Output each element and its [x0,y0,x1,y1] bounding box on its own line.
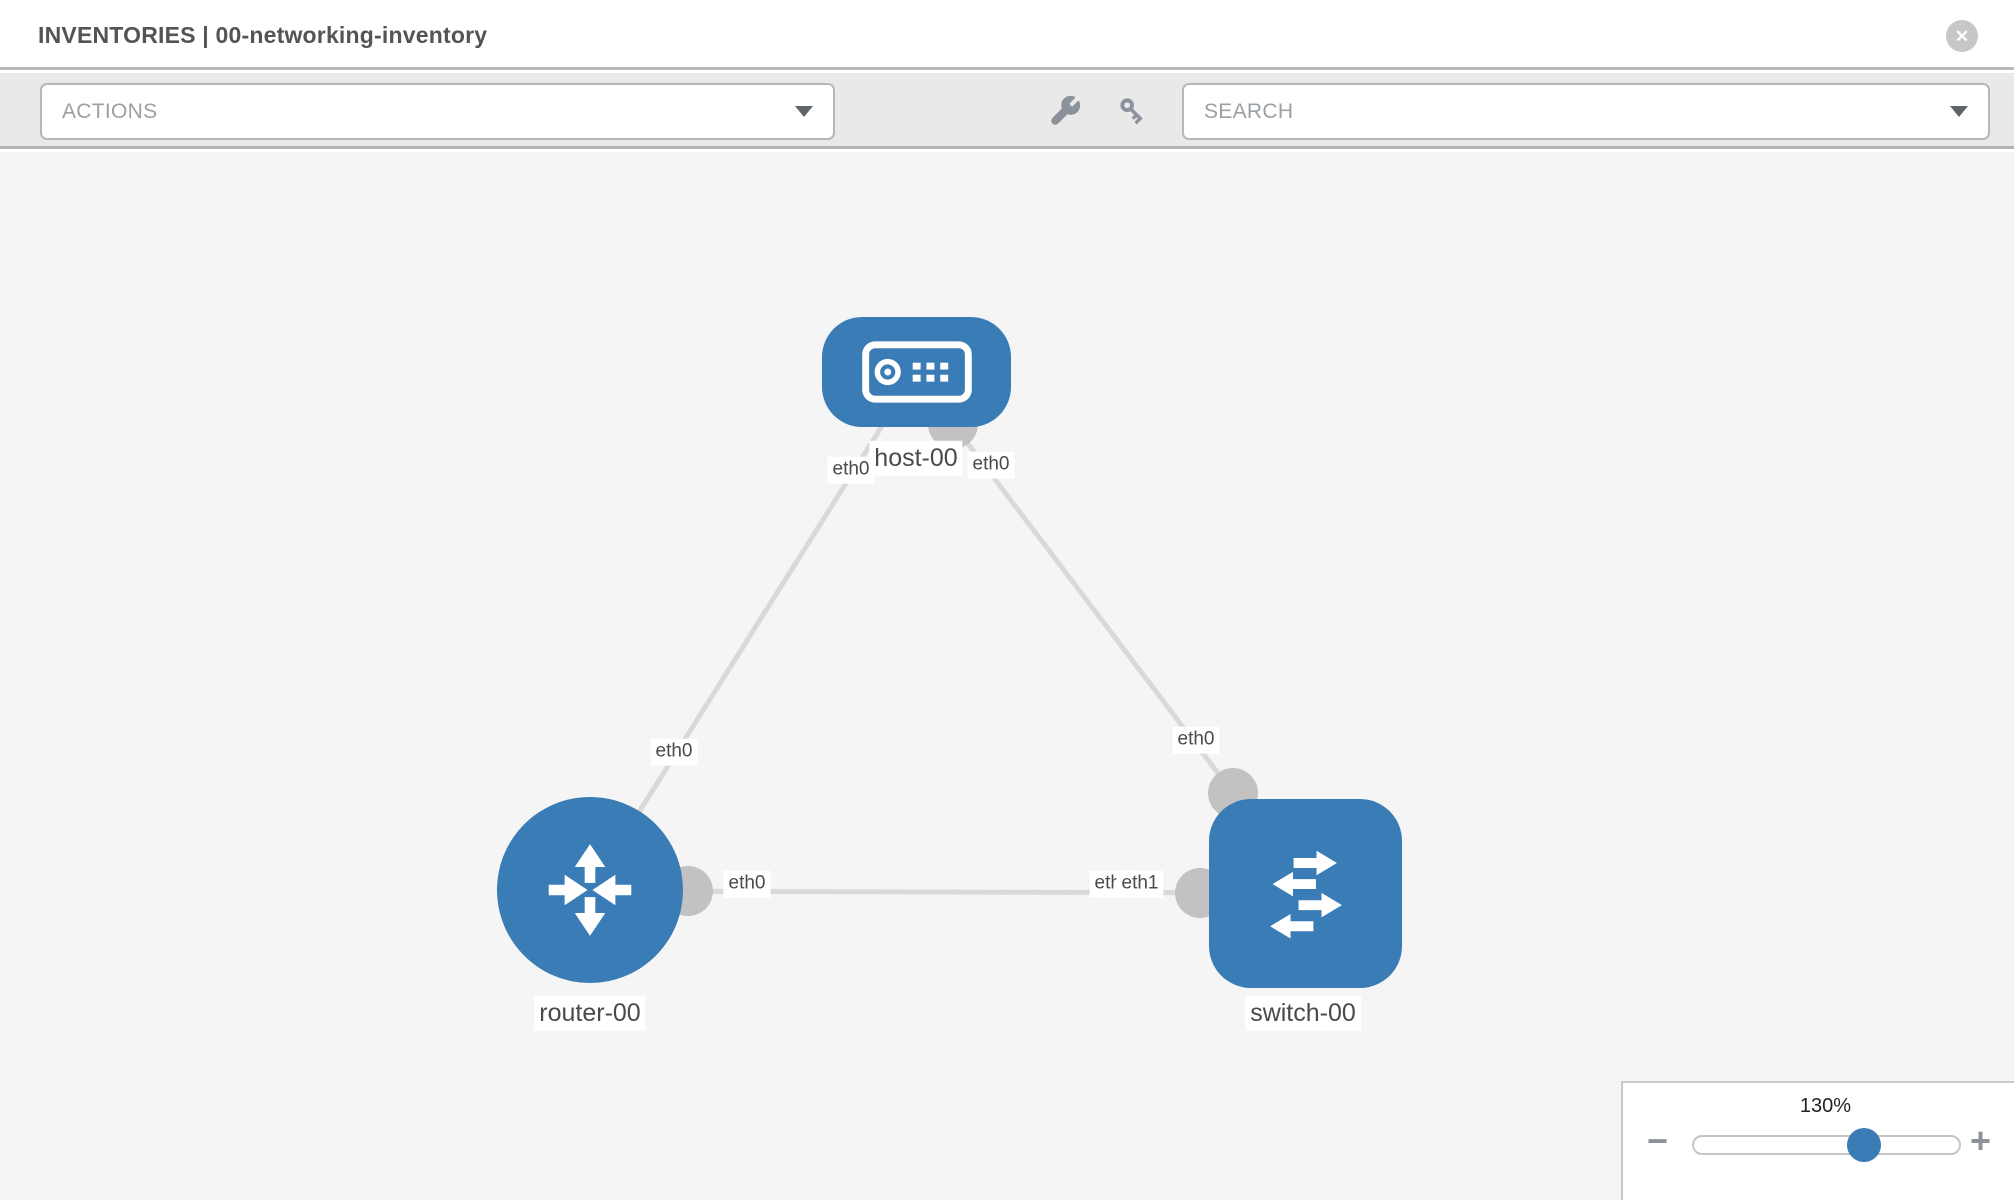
zoom-value: 130% [1799,1095,1852,1117]
node-label-host: host-00 [869,440,963,476]
iface-label: eth0 [650,738,698,766]
iface-label: eth0 [723,870,771,898]
key-icon[interactable] [1116,94,1150,128]
node-switch-00[interactable] [1209,799,1402,988]
node-router-00[interactable] [497,797,683,983]
node-label-router: router-00 [534,995,646,1031]
search-dropdown[interactable]: SEARCH [1182,83,1990,140]
toolbar: ACTIONS SEARCH [0,73,2014,149]
chevron-down-icon [795,106,813,117]
search-placeholder: SEARCH [1204,99,1294,123]
zoom-slider-track[interactable] [1692,1135,1961,1155]
header: INVENTORIES | 00-networking-inventory ✕ [0,0,2014,70]
topology-canvas[interactable]: host-00 eth0 eth0 eth0 eth0 eth0 eth0 et… [0,152,2014,1200]
actions-dropdown-label: ACTIONS [62,99,158,123]
zoom-out-button[interactable]: − [1647,1123,1668,1159]
iface-label: eth1 [1116,870,1164,898]
zoom-in-button[interactable]: + [1970,1123,1991,1159]
iface-label: eth0 [827,456,875,484]
close-button[interactable]: ✕ [1946,20,1978,52]
node-label-switch: switch-00 [1245,995,1361,1031]
actions-dropdown[interactable]: ACTIONS [40,83,835,140]
close-icon: ✕ [1954,26,1970,46]
iface-label: eth0 [967,451,1015,479]
node-host-00[interactable] [822,317,1011,427]
host-icon [861,341,972,403]
zoom-panel: 130% − + [1621,1081,2014,1200]
iface-label: eth0 [1172,726,1220,754]
zoom-slider-handle[interactable] [1847,1128,1882,1162]
switch-icon [1269,850,1342,938]
router-icon [548,844,632,936]
links-layer [587,370,1306,896]
chevron-down-icon [1950,106,1968,117]
wrench-icon[interactable] [1048,94,1082,128]
plus-icon: + [1970,1120,1992,1161]
minus-icon: − [1647,1120,1669,1161]
page-title: INVENTORIES | 00-networking-inventory [38,21,488,48]
